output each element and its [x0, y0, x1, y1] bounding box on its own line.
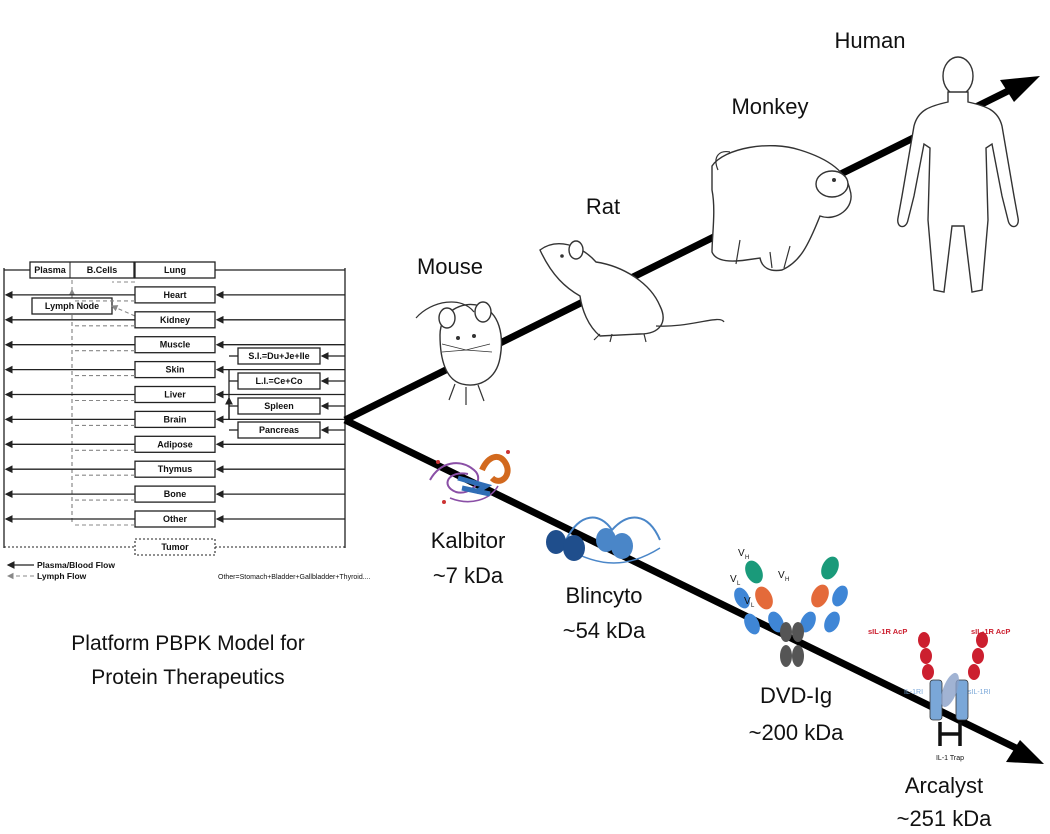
lung-label: Lung	[164, 265, 186, 275]
thymus-label: Thymus	[158, 464, 193, 474]
protein-ribbon-icon	[429, 450, 511, 504]
vl-label-left: V	[730, 574, 737, 585]
kidney-label: Kidney	[160, 315, 190, 325]
acp-right-label: sIL-1R AcP	[971, 627, 1010, 636]
legend-lymph-text: Lymph Flow	[37, 571, 87, 581]
lymph-node-label: Lymph Node	[45, 301, 99, 311]
vl-label-right: V	[744, 596, 751, 607]
trap-label: IL-1 Trap	[936, 755, 964, 762]
dvd-ig-name: DVD-Ig	[760, 683, 832, 708]
human-icon	[897, 56, 1019, 293]
ri-right-label: sIL-1RI	[968, 689, 991, 696]
bcells-label: B.Cells	[87, 265, 118, 275]
brain-label: Brain	[163, 414, 186, 424]
vl-sub-left: L	[737, 581, 741, 587]
il1-trap-icon: sIL-1R AcP sIL-1R AcP IL-1RI sIL-1RI IL-…	[868, 627, 1010, 762]
liver-label: Liver	[164, 390, 186, 400]
monkey-icon	[711, 144, 852, 272]
rat-label: Rat	[586, 194, 620, 219]
kalbitor-size: ~7 kDa	[433, 563, 504, 588]
vl-sub-right: L	[751, 603, 755, 609]
muscle-label: Muscle	[160, 340, 191, 350]
pbpk-model-schematic: Plasma B.Cells Lymph Node LungHeartKidne…	[3, 261, 371, 689]
tumor-label: Tumor	[161, 542, 189, 552]
rat-icon	[539, 240, 725, 343]
mouse-icon	[415, 301, 503, 405]
monkey-label: Monkey	[731, 94, 808, 119]
bispecific-icon	[546, 516, 661, 564]
blincyto-size: ~54 kDa	[563, 618, 646, 643]
plasma-label: Plasma	[34, 265, 67, 275]
adipose-label: Adipose	[157, 439, 193, 449]
arcalyst-name: Arcalyst	[905, 773, 983, 798]
side-organs: S.I.=Du+Je+Ile L.I.=Ce+Co Spleen Pancrea…	[229, 347, 345, 439]
blincyto-name: Blincyto	[565, 583, 642, 608]
protein-size-arrow	[343, 416, 1044, 764]
vh-sub-right: H	[785, 577, 789, 583]
vh-label-left: V	[738, 548, 745, 559]
vh-label-right: V	[778, 570, 785, 581]
pancreas-label: Pancreas	[259, 425, 299, 435]
large-intestine-label: L.I.=Ce+Co	[255, 376, 303, 386]
flow-legend: Plasma/Blood Flow Lymph Flow Other=Stoma…	[6, 560, 371, 581]
organ-rows: LungHeartKidneyMuscleSkinLiverBrainAdipo…	[4, 261, 345, 528]
small-intestine-label: S.I.=Du+Je+Ile	[248, 351, 309, 361]
arcalyst-size: ~251 kDa	[897, 806, 993, 829]
spleen-label: Spleen	[264, 401, 294, 411]
skin-label: Skin	[165, 365, 184, 375]
acp-left-label: sIL-1R AcP	[868, 627, 907, 636]
dvd-ig-antibody-icon: V H V L V H V L	[730, 548, 848, 667]
dvd-ig-size: ~200 kDa	[749, 720, 845, 745]
kalbitor-name: Kalbitor	[431, 528, 506, 553]
bone-label: Bone	[164, 489, 187, 499]
vh-sub-left: H	[745, 555, 749, 561]
footnote-text: Other=Stomach+Bladder+Gallbladder+Thyroi…	[218, 574, 371, 581]
pbpk-caption-line1: Platform PBPK Model for	[71, 632, 304, 655]
protein-arrowhead	[1006, 740, 1044, 764]
legend-plasma-text: Plasma/Blood Flow	[37, 560, 115, 570]
pbpk-caption-line2: Protein Therapeutics	[91, 666, 284, 689]
human-label: Human	[835, 28, 906, 53]
species-arrowhead	[1000, 76, 1040, 102]
ri-left-label: IL-1RI	[904, 689, 923, 696]
mouse-label: Mouse	[417, 254, 483, 279]
other-label: Other	[163, 514, 188, 524]
heart-label: Heart	[163, 290, 186, 300]
